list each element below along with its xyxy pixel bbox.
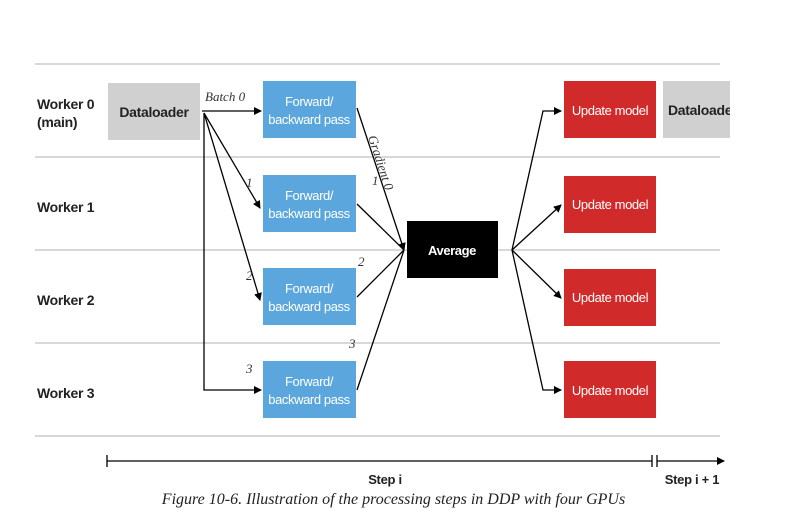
update-labels: Update model Update model Update model U… [572, 103, 649, 398]
average-box [407, 221, 498, 278]
next-dataloader: Dataloader [663, 81, 738, 138]
batch-1-label: 1 [246, 175, 253, 190]
batch-3-label: 3 [245, 361, 253, 376]
forward-box-1-line1: Forward/ [285, 188, 334, 203]
forward-box-2 [263, 268, 356, 325]
gradient-2-label: 2 [358, 254, 365, 269]
update-box-3-label: Update model [572, 383, 649, 398]
forward-labels: Forward/ backward pass Forward/ backward… [268, 94, 351, 407]
figure-caption: Figure 10-6. Illustration of the process… [161, 491, 626, 508]
next-dataloader-box [663, 81, 730, 138]
gradient-arrows [356, 107, 406, 391]
step-timeline [106, 455, 725, 467]
gradient-1-label: 1 [372, 173, 379, 188]
forward-box-2-line2: backward pass [268, 299, 350, 314]
forward-box-0 [263, 81, 356, 138]
update-box-1-label: Update model [572, 197, 649, 212]
step-next-label: Step i + 1 [665, 472, 720, 487]
forward-box-3-line2: backward pass [268, 392, 350, 407]
forward-box-1 [263, 175, 356, 232]
gradient-3-label: 3 [348, 336, 356, 351]
worker-2-label: Worker 2 [37, 292, 95, 308]
worker-labels: Worker 0 (main) Worker 1 Worker 2 Worker… [37, 96, 95, 401]
worker-1-label: Worker 1 [37, 199, 95, 215]
forward-box-3 [263, 361, 356, 418]
row-dividers [35, 63, 720, 437]
gradient-2-line [356, 249, 405, 298]
average-label: Average [428, 243, 476, 258]
dataloader-box [108, 83, 200, 140]
update-box-0-label: Update model [572, 103, 649, 118]
update-2-arrow [511, 249, 562, 299]
update-box-2 [564, 269, 656, 326]
forward-box-0-line1: Forward/ [285, 94, 334, 109]
batch-2-arrow [203, 112, 262, 301]
update-box-3 [564, 361, 656, 418]
step-i-label: Step i [368, 472, 402, 487]
gradient-3-line [356, 249, 405, 391]
forward-boxes [263, 81, 356, 418]
forward-box-1-line2: backward pass [268, 206, 350, 221]
update-1-arrow [511, 204, 562, 251]
update-3-arrow [511, 249, 562, 394]
update-boxes [564, 81, 656, 418]
batch-3-arrow [203, 113, 262, 394]
next-dataloader-label: Dataloader [668, 102, 738, 118]
forward-box-0-line2: backward pass [268, 112, 350, 127]
gradient-0-label: Gradient 0 [365, 133, 397, 192]
gradient-0-line [356, 107, 406, 251]
worker-3-label: Worker 3 [37, 385, 95, 401]
forward-box-2-line1: Forward/ [285, 281, 334, 296]
batch-2-label: 2 [246, 268, 253, 283]
worker-0-label: Worker 0 [37, 96, 95, 112]
batch-0-label: Batch 0 [205, 89, 246, 104]
batch-1-arrow [203, 112, 261, 209]
update-arrows [511, 107, 562, 394]
update-0-arrow [511, 107, 562, 251]
dataloader-label: Dataloader [119, 104, 189, 120]
gradient-1-line [356, 203, 405, 251]
worker-0-sublabel: (main) [37, 114, 77, 130]
batch-arrows [202, 107, 262, 394]
update-box-2-label: Update model [572, 290, 649, 305]
update-box-1 [564, 176, 656, 233]
update-box-0 [564, 81, 656, 138]
forward-box-3-line1: Forward/ [285, 374, 334, 389]
